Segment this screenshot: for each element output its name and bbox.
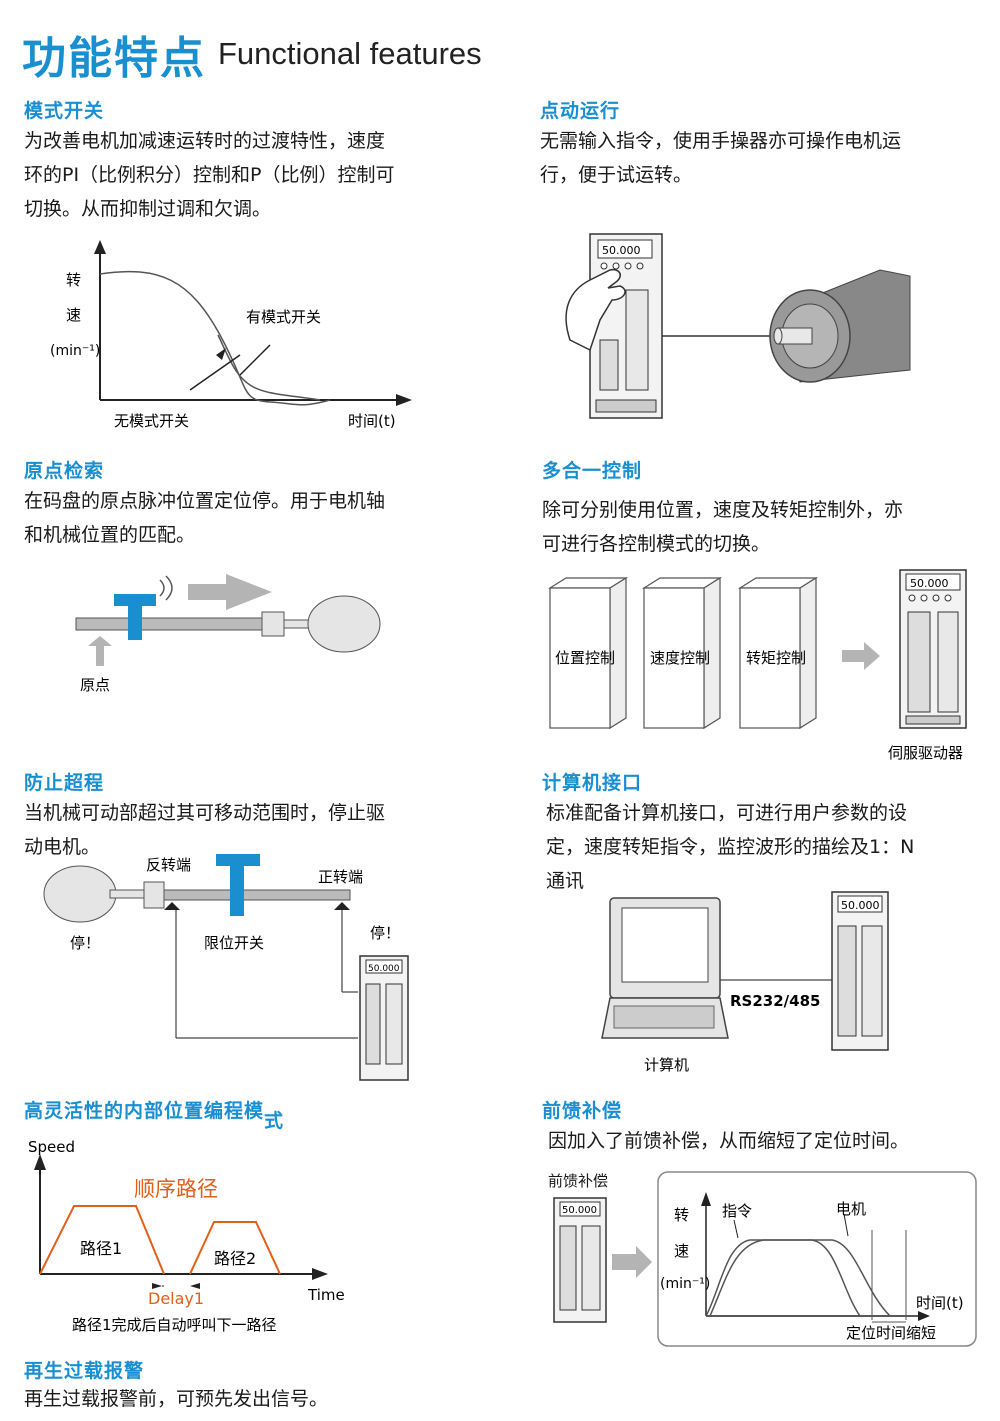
section-body-pc-interface: 标准配备计算机接口，可进行用户参数的设 定，速度转矩指令，监控波形的描绘及1：N… bbox=[546, 796, 986, 898]
page-title-en: Functional features bbox=[218, 36, 482, 71]
overtravel-illustration: 50.000 反转端 正转端 限位开关 停！ 停！ bbox=[43, 854, 409, 1081]
label-stop-right: 停！ bbox=[370, 924, 400, 942]
delay-label: Delay1 bbox=[148, 1289, 204, 1308]
y-unit: (min⁻¹) bbox=[660, 1276, 710, 1292]
section-title-internal-position: 高灵活性的内部位置编程模式 bbox=[24, 1096, 284, 1132]
x-label: Time bbox=[307, 1286, 345, 1304]
drive-display: 50.000 bbox=[910, 577, 949, 590]
body-line: 为改善电机加减速运转时的过渡特性，速度 bbox=[24, 130, 386, 152]
control-box-position: 位置控制 bbox=[555, 649, 615, 667]
section-body-jog: 无需输入指令，使用手操器亦可操作电机运 行，便于试运转。 bbox=[540, 124, 980, 192]
section-body-mode-switch: 为改善电机加减速运转时的过渡特性，速度 环的PI（比例积分）控制和P（比例）控制… bbox=[24, 124, 464, 226]
body-line: 除可分别使用位置，速度及转矩控制外，亦 bbox=[542, 499, 904, 521]
motor-label: 电机 bbox=[836, 1200, 866, 1218]
jog-illustration: 50.000 bbox=[565, 233, 911, 419]
origin-illustration: 原点 bbox=[75, 574, 381, 694]
drive-label: 伺服驱动器 bbox=[888, 744, 963, 762]
sequence-label: 顺序路径 bbox=[134, 1177, 218, 1201]
title-tail: 式 bbox=[264, 1110, 285, 1132]
label-with-switch: 有模式开关 bbox=[246, 308, 321, 326]
body-line: 行，便于试运转。 bbox=[540, 164, 693, 186]
section-title-multi-control: 多合一控制 bbox=[542, 460, 643, 482]
label-stop-left: 停！ bbox=[70, 934, 100, 952]
section-title-pc-interface: 计算机接口 bbox=[542, 772, 643, 794]
caption: 定位时间缩短 bbox=[846, 1324, 936, 1342]
section-body-multi-control: 除可分别使用位置，速度及转矩控制外，亦 可进行各控制模式的切换。 bbox=[542, 493, 982, 561]
section-title-regen: 再生过载报警 bbox=[24, 1360, 145, 1382]
body-line: 通讯 bbox=[546, 870, 585, 892]
control-box-speed: 速度控制 bbox=[650, 649, 710, 667]
section-title-jog: 点动运行 bbox=[540, 100, 621, 122]
y-label: Speed bbox=[28, 1138, 75, 1156]
x-label: 时间(t) bbox=[348, 412, 396, 430]
y-label-1: 转 bbox=[66, 271, 81, 289]
command-label: 指令 bbox=[722, 1202, 752, 1220]
label-reverse-end: 反转端 bbox=[146, 856, 191, 874]
section-title-origin: 原点检索 bbox=[24, 460, 105, 482]
origin-label: 原点 bbox=[80, 676, 110, 694]
body-line: 切换。从而抑制过调和欠调。 bbox=[24, 198, 272, 220]
section-body-feedforward: 因加入了前馈补偿，从而缩短了定位时间。 bbox=[548, 1124, 988, 1158]
section-body-origin: 在码盘的原点脉冲位置定位停。用于电机轴 和机械位置的匹配。 bbox=[24, 484, 464, 552]
drive-display: 50.000 bbox=[602, 244, 641, 257]
y-label-2: 速 bbox=[66, 306, 81, 324]
mode-switch-chart: 转 速 (min⁻¹) 有模式开关 无模式开关 时间(t) bbox=[50, 240, 412, 430]
y-unit: (min⁻¹) bbox=[50, 343, 100, 359]
body-line: 再生过载报警前，可预先发出信号。 bbox=[24, 1388, 329, 1410]
body-line: 和机械位置的匹配。 bbox=[24, 524, 196, 546]
body-line: 无需输入指令，使用手操器亦可操作电机运 bbox=[540, 130, 902, 152]
pc-label: 计算机 bbox=[644, 1056, 689, 1074]
rs232-label: RS232/485 bbox=[730, 992, 820, 1010]
internal-position-chart: Speed Time 顺序路径 路径1 路径2 Delay1 路径1完成后自动呼… bbox=[28, 1138, 345, 1334]
section-title-feedforward: 前馈补偿 bbox=[542, 1100, 623, 1122]
drive-display: 50.000 bbox=[841, 899, 880, 912]
body-line: 定，速度转矩指令，监控波形的描绘及1：N bbox=[546, 836, 915, 858]
caption: 路径1完成后自动呼叫下一路径 bbox=[72, 1316, 277, 1334]
y-label-1: 转 bbox=[674, 1206, 689, 1224]
y-label-2: 速 bbox=[674, 1242, 689, 1260]
body-line: 环的PI（比例积分）控制和P（比例）控制可 bbox=[24, 164, 395, 186]
body-line: 在码盘的原点脉冲位置定位停。用于电机轴 bbox=[24, 490, 386, 512]
feedforward-side-label: 前馈补偿 bbox=[548, 1172, 609, 1190]
title-main: 高灵活性的内部位置编程模 bbox=[24, 1100, 265, 1122]
x-label: 时间(t) bbox=[916, 1294, 964, 1312]
body-line: 动电机。 bbox=[24, 836, 101, 858]
section-title-mode-switch: 模式开关 bbox=[24, 100, 105, 122]
path2-label: 路径2 bbox=[214, 1249, 256, 1268]
body-line: 可进行各控制模式的切换。 bbox=[542, 533, 771, 555]
section-body-regen: 再生过载报警前，可预先发出信号。 bbox=[24, 1382, 464, 1416]
section-body-overtravel: 当机械可动部超过其可移动范围时，停止驱 动电机。 bbox=[24, 796, 464, 864]
feedforward-illustration: 50.000 转 速 (min⁻¹) 指令 电机 时间(t) 定位时间缩短 bbox=[553, 1171, 977, 1347]
page-title-cn: 功能特点 bbox=[22, 33, 206, 84]
drive-display: 50.000 bbox=[368, 964, 400, 974]
label-without-switch: 无模式开关 bbox=[114, 412, 189, 430]
body-line: 标准配备计算机接口，可进行用户参数的设 bbox=[546, 802, 908, 824]
path1-label: 路径1 bbox=[80, 1239, 122, 1258]
body-line: 因加入了前馈补偿，从而缩短了定位时间。 bbox=[548, 1130, 910, 1152]
drive-display: 50.000 bbox=[562, 1205, 597, 1216]
label-forward-end: 正转端 bbox=[318, 868, 363, 886]
label-limit-switch: 限位开关 bbox=[204, 934, 264, 952]
section-title-overtravel: 防止超程 bbox=[24, 772, 105, 794]
body-line: 当机械可动部超过其可移动范围时，停止驱 bbox=[24, 802, 386, 824]
pc-interface-illustration: 50.000 RS232/485 计算机 bbox=[601, 891, 889, 1074]
multi-control-illustration: 位置控制 速度控制 转矩控制 50.000 伺服驱动器 bbox=[547, 569, 967, 762]
control-box-torque: 转矩控制 bbox=[746, 649, 806, 667]
